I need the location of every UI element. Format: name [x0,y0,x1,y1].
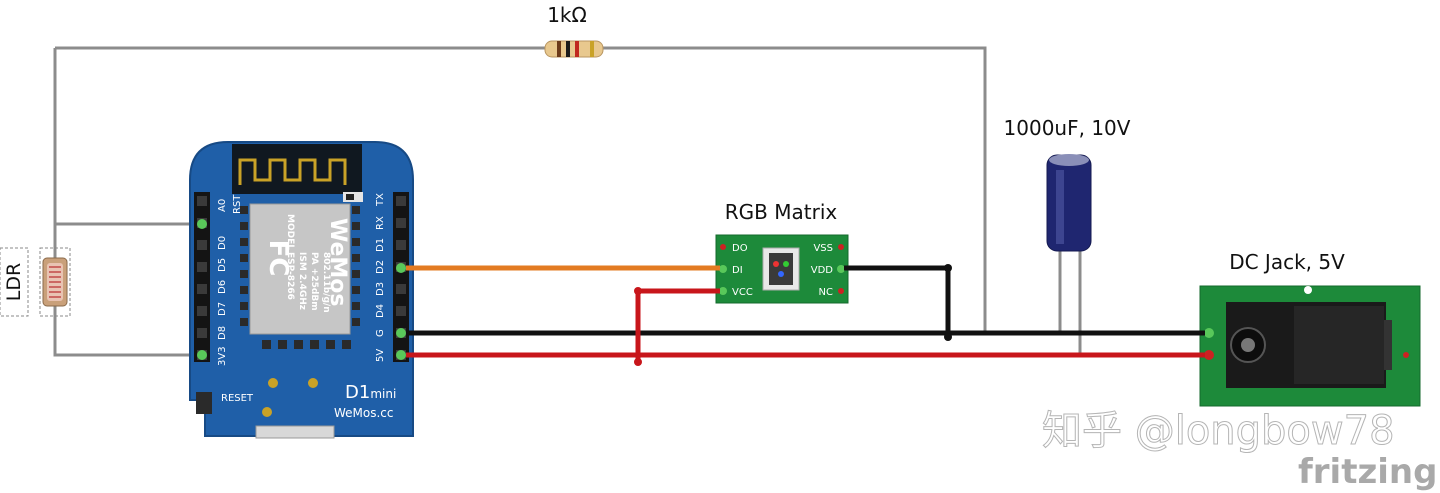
d1-mini-board: FC MODEL ESP-8266 ISM 2.4GHz PA +25dBm 8… [189,141,414,439]
pin-5v: 5V [375,349,386,362]
resistor [544,40,604,58]
dc-jack [1199,285,1421,407]
pin-rst: RST [232,194,243,214]
module-chip: ESP-8266 [285,252,295,300]
wire-top-loop [55,46,987,333]
signal-wires [406,265,1205,364]
pin-d2: D2 [375,260,386,274]
reset-button[interactable] [196,392,212,414]
pin-g: G [375,329,386,337]
ldr-label: LDR [3,263,25,301]
module-fcc: FC [263,240,293,277]
pin-rx: RX [375,216,386,230]
module-brand: WeMos [325,218,350,307]
wire-ldr-left [53,48,200,357]
reset-label: RESET [221,393,254,404]
pin-3v3: 3V3 [217,346,228,366]
capacitor-label: 1000uF, 10V [1004,116,1131,140]
pin-d0: D0 [217,236,228,250]
module-pa: PA +25dBm [309,252,319,311]
resistor-label: 1kΩ [547,3,587,27]
rgb-pin-vcc: VCC [732,287,753,298]
rgb-pin-vss: VSS [813,243,833,254]
fritzing-watermark: fritzing [1298,452,1437,492]
module-wifi: 802.11b/g/n [321,252,331,313]
pin-d3: D3 [375,282,386,296]
board-name: D1mini [345,382,396,403]
pin-d5: D5 [217,258,228,272]
rgb-pin-vdd: VDD [811,265,834,276]
dc-jack-label: DC Jack, 5V [1229,250,1345,274]
module-ism: ISM 2.4GHz [297,252,307,310]
module-model: MODEL [285,214,295,250]
ldr [0,247,71,317]
capacitor [1046,154,1092,252]
rgb-pin-di: DI [732,265,743,276]
board-site: WeMos.cc [334,406,394,420]
pin-d1: D1 [375,238,386,252]
pin-d4: D4 [375,304,386,318]
rgb-pin-do: DO [732,243,748,254]
pin-tx: TX [375,193,386,207]
gray-wires [53,46,1082,357]
pin-d8: D8 [217,326,228,340]
rgb-matrix-board: DO DI VCC VSS VDD NC [715,234,849,304]
pin-a0: A0 [217,199,228,212]
wire-vdd-gnd [844,265,951,337]
rgb-matrix-label: RGB Matrix [725,200,838,224]
pin-d7: D7 [217,302,228,316]
zhihu-watermark: 知乎 @longbow78 [1042,408,1395,454]
rgb-pin-nc: NC [819,287,833,298]
pin-d6: D6 [217,280,228,294]
